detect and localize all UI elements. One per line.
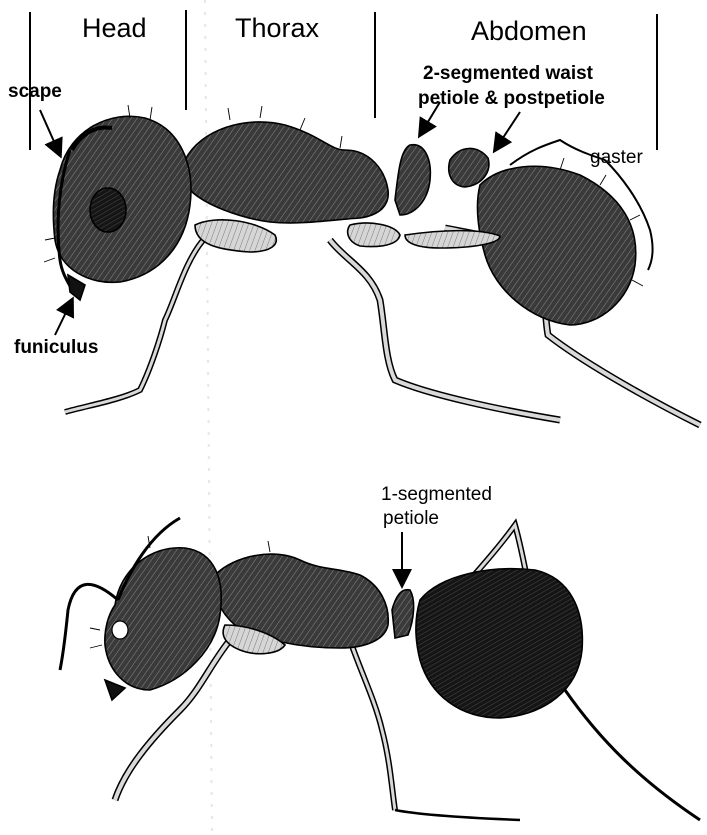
scan-fold-line [205,0,212,835]
label-waist-line2: petiole & postpetiole [418,89,605,108]
top-petiole [395,145,430,215]
bottom-midleg-tarsus [395,810,520,820]
bottom-head [105,548,221,690]
bottom-mandible [105,680,125,700]
funiculus-arrow [55,300,72,335]
label-waist-line1: 2-segmented waist [423,64,593,83]
label-petiole-line1: 1-segmented [381,485,492,504]
waist-arrow-postpetiole [495,112,520,150]
label-funiculus: funiculus [14,338,98,357]
bottom-hindleg-tarsus [565,690,700,820]
section-label-head: Head [82,15,147,42]
label-petiole-line2: petiole [383,509,439,528]
top-eye [90,188,126,232]
top-gaster [478,166,636,325]
section-label-abdomen: Abdomen [471,18,587,45]
bottom-ant-drawing [60,518,700,820]
label-scape: scape [8,82,62,101]
section-label-thorax: Thorax [235,15,319,42]
bottom-petiole [392,590,414,638]
top-postpetiole [449,148,489,187]
bottom-gaster [416,569,583,718]
scape-arrow [40,110,60,155]
bottom-midleg [350,640,395,810]
label-gaster: gaster [590,148,643,167]
bottom-eye [112,621,128,639]
top-thorax [185,122,388,223]
top-mandible [68,275,85,300]
